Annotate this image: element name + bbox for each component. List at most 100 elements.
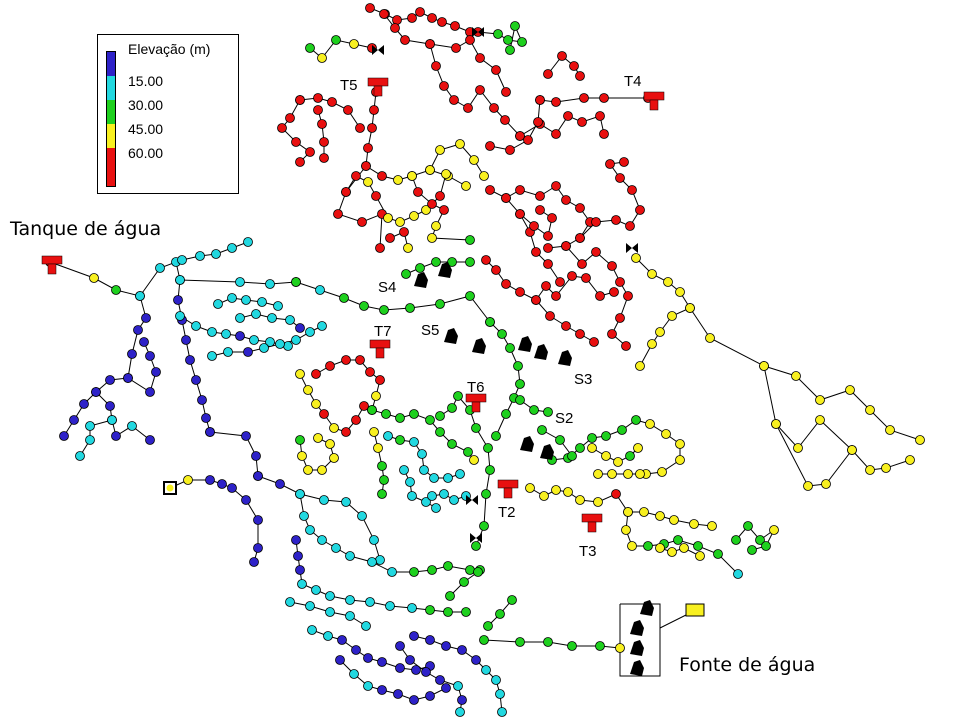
- junction-58-1: [381, 409, 391, 419]
- junction-45-11: [465, 565, 475, 575]
- junction-28-3: [847, 445, 857, 455]
- valve-icon-0: [372, 45, 384, 55]
- junction-60-3: [417, 449, 427, 459]
- junction-12-0: [485, 141, 495, 151]
- junction-15-0: [425, 165, 435, 175]
- junction-34-3: [291, 277, 301, 287]
- junction-14-1: [351, 171, 361, 181]
- junction-37-1: [85, 421, 95, 431]
- junction-8-3: [319, 153, 329, 163]
- junction-26-3: [791, 371, 801, 381]
- legend-swatch-yellow: [107, 124, 115, 148]
- pipe-9: [547, 55, 581, 77]
- junction-0-7: [450, 21, 460, 31]
- junction-15-3: [469, 155, 479, 165]
- junction-46-7: [365, 597, 375, 607]
- junction-31-2: [111, 285, 121, 295]
- junction-29-4: [379, 305, 389, 315]
- junction-25-0: [631, 253, 641, 263]
- junction-17-2: [403, 243, 413, 253]
- junction-39-1: [223, 347, 233, 357]
- junction-67-2: [679, 543, 689, 553]
- junction-48-0: [307, 625, 317, 635]
- pipe-64: [489, 321, 521, 437]
- tank-t4-top: [643, 91, 665, 101]
- junction-65-3: [563, 487, 573, 497]
- junction-59-2: [377, 461, 387, 471]
- junction-71-3: [635, 469, 645, 479]
- junction-43-4: [227, 483, 237, 493]
- junction-53-0: [445, 591, 455, 601]
- junction-14-9: [441, 169, 451, 179]
- junction-57-2: [303, 465, 313, 475]
- junction-45-1: [299, 511, 309, 521]
- tank-t7-stem: [375, 347, 385, 359]
- junction-29-3: [359, 301, 369, 311]
- valve-icon-4: [470, 533, 482, 543]
- junction-58-3: [409, 409, 419, 419]
- junction-32-0: [135, 291, 145, 301]
- tank-t6-stem: [471, 401, 481, 413]
- junction-21-0: [561, 241, 571, 251]
- junction-36-3: [145, 351, 155, 361]
- tank-t2-stem: [503, 487, 513, 499]
- junction-6-3: [343, 105, 353, 115]
- junction-46-12: [461, 607, 471, 617]
- junction-59-4: [377, 489, 387, 499]
- junction-27-0: [759, 361, 769, 371]
- junction-28-0: [771, 419, 781, 429]
- junction-33-1: [195, 251, 205, 261]
- pipe-63: [439, 395, 491, 547]
- junction-60-1: [395, 435, 405, 445]
- junction-12-4: [535, 95, 545, 105]
- junction-17-1: [399, 227, 409, 237]
- junction-13-5: [375, 243, 385, 253]
- junction-32-6: [181, 335, 191, 345]
- junction-57-1: [297, 451, 307, 461]
- junction-58-5: [435, 427, 445, 437]
- junction-3-4: [510, 21, 520, 31]
- junction-19-5: [575, 203, 585, 213]
- junction-15-4: [479, 171, 489, 181]
- junction-65-6: [611, 489, 621, 499]
- tank-t3-stem: [587, 521, 597, 533]
- junction-4-0: [305, 43, 315, 53]
- valve-icon-3: [466, 495, 478, 505]
- junction-40-4: [295, 323, 305, 333]
- junction-57-4: [329, 453, 339, 463]
- tank-label-t3: T3: [579, 543, 597, 560]
- junction-38-1: [191, 321, 201, 331]
- junction-44-4: [341, 497, 351, 507]
- junction-16-4: [431, 221, 441, 231]
- pipe-28: [775, 423, 853, 487]
- junction-48-7: [411, 665, 421, 675]
- junction-50-8: [497, 707, 507, 717]
- junction-68-5: [747, 545, 757, 555]
- junction-0-4: [415, 7, 425, 17]
- junction-11-4: [577, 117, 587, 127]
- junction-2-4: [463, 103, 473, 113]
- junction-22-4: [635, 205, 645, 215]
- junction-1-5: [465, 35, 475, 45]
- junction-26-8: [915, 435, 925, 445]
- junction-63-8: [479, 521, 489, 531]
- junction-61-4: [431, 503, 441, 513]
- junction-6-1: [313, 93, 323, 103]
- junction-73-2: [543, 407, 553, 417]
- legend-swatch-blue: [107, 52, 115, 76]
- junction-66-1: [621, 525, 631, 535]
- label-layer: T2 T3 T4 T5 T6 T7 S2 S3 S4 S5: [340, 73, 642, 560]
- junction-28-1: [803, 481, 813, 491]
- junction-51-1: [405, 655, 415, 665]
- junction-14-5: [395, 217, 405, 227]
- junction-56-5: [375, 375, 385, 385]
- tank-label-t5: T5: [340, 77, 358, 94]
- tank-t6-icon: [465, 393, 487, 413]
- junction-41-1: [227, 293, 237, 303]
- legend-title: Elevação (m): [128, 41, 211, 57]
- legend-swatch-cyan: [107, 76, 115, 100]
- junction-68-2: [755, 535, 765, 545]
- junction-16-3: [439, 205, 449, 215]
- junction-17-0: [385, 233, 395, 243]
- junction-49-0: [335, 655, 345, 665]
